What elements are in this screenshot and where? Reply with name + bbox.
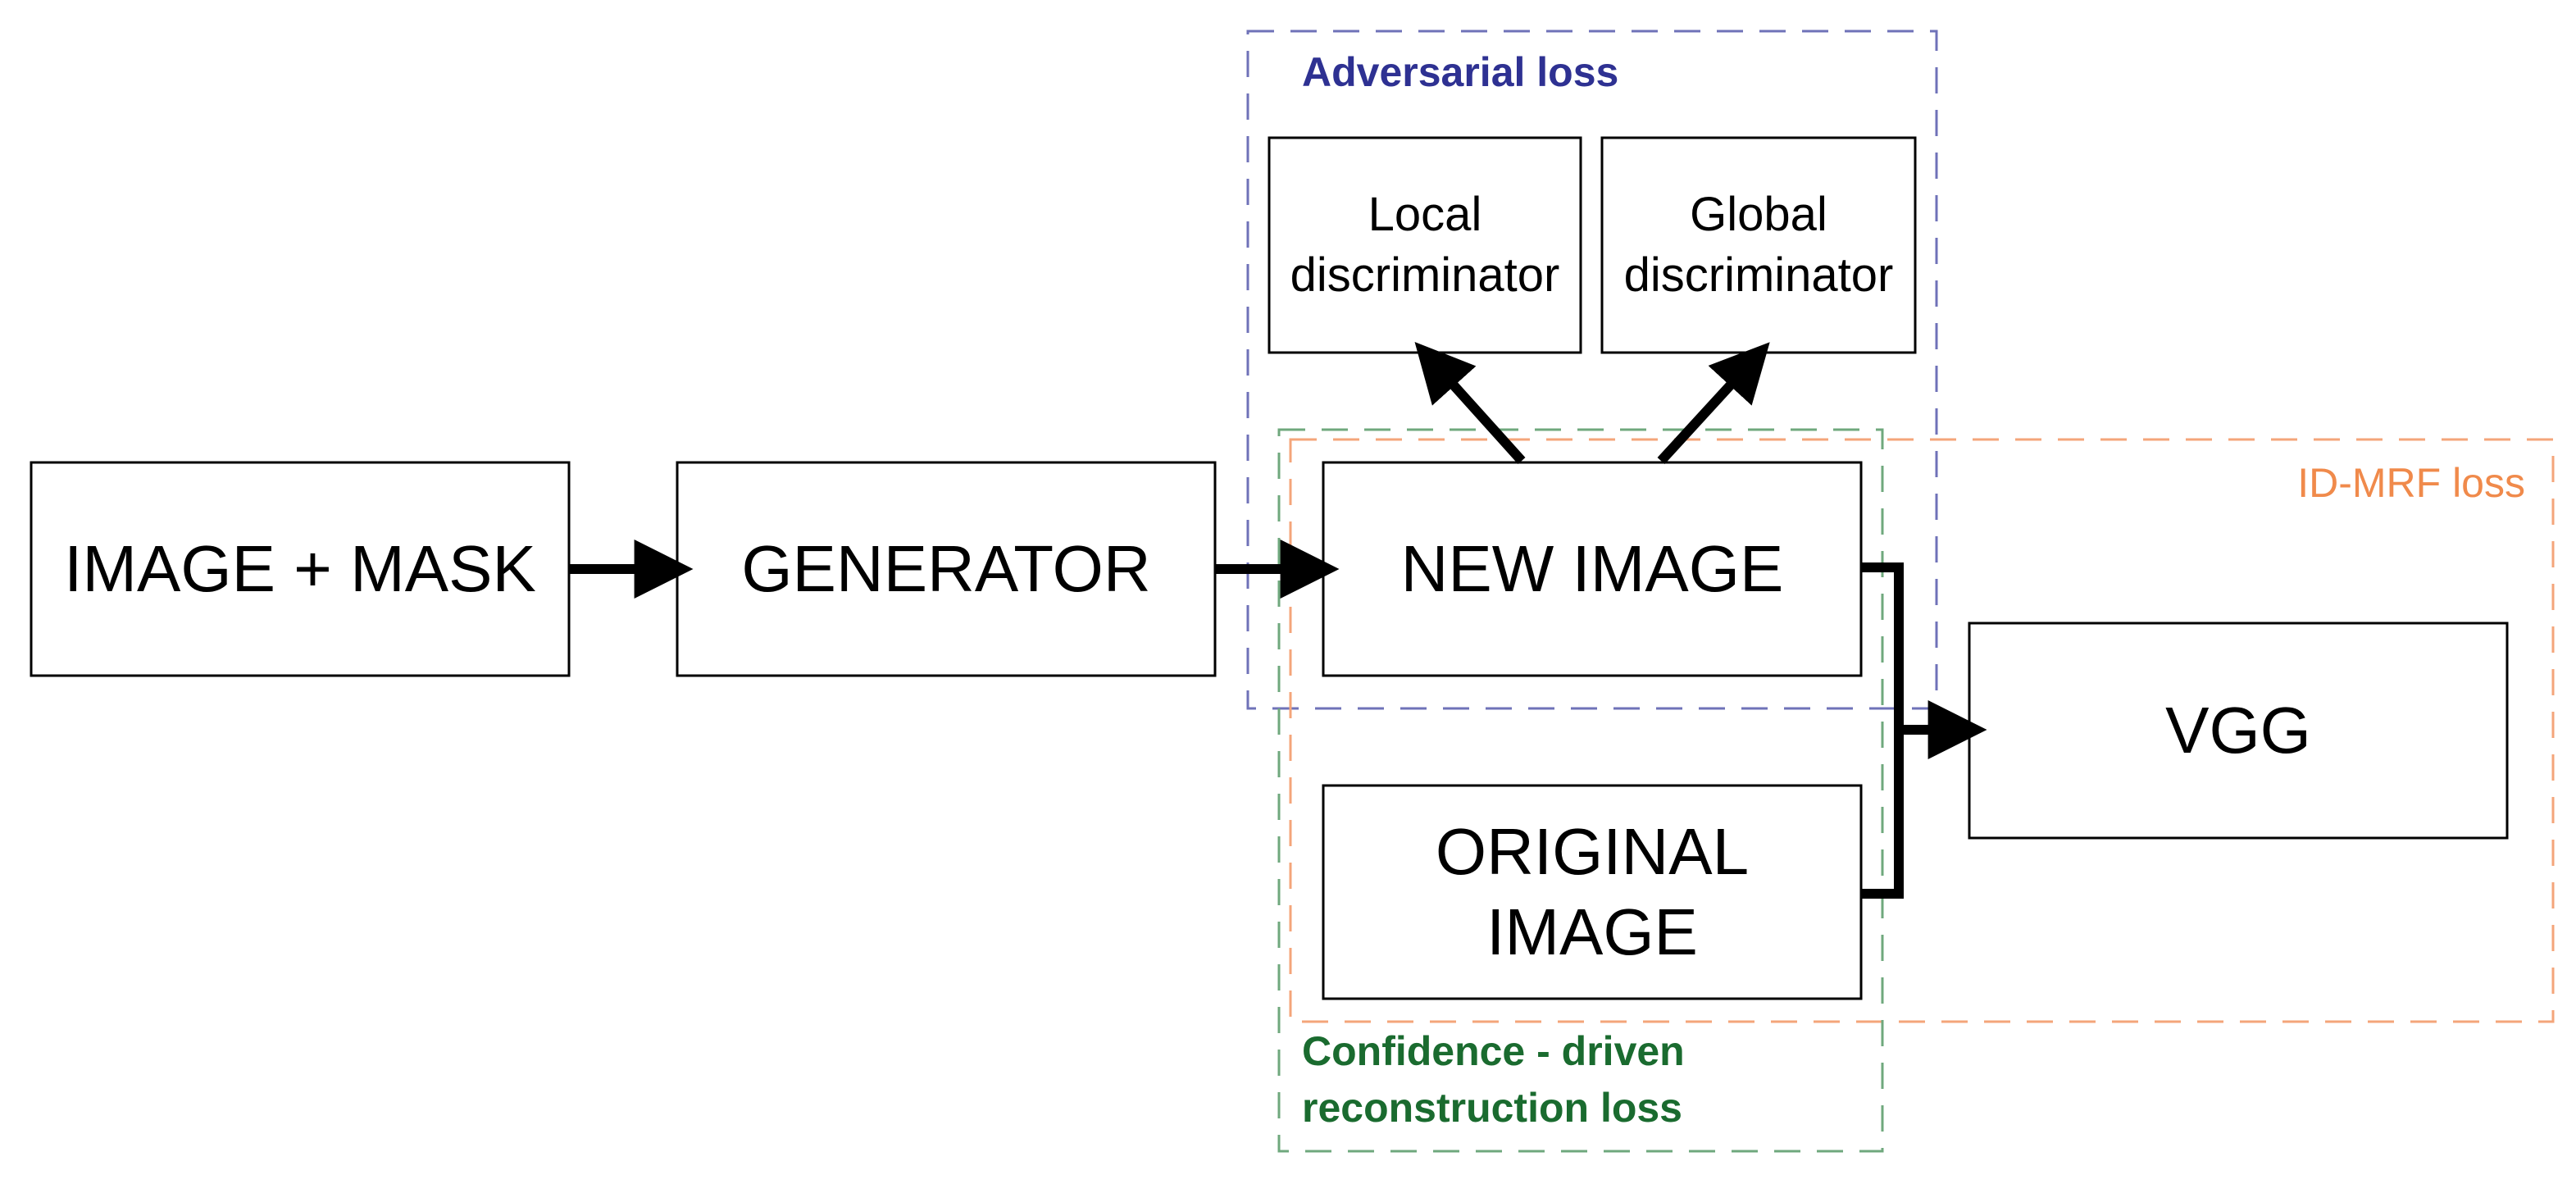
original-image-box bbox=[1322, 784, 1863, 1000]
connector-new-image-bracket bbox=[1861, 562, 1904, 899]
adversarial-loss-label: Adversarial loss bbox=[1302, 49, 1619, 95]
image-mask-box bbox=[30, 461, 571, 677]
confidence-driven-reconstruction-loss-label: Confidence - driven reconstruction loss bbox=[1302, 1028, 1685, 1131]
arrow-new-image-to-global-discriminator bbox=[1657, 342, 1770, 465]
new-image-label: NEW IMAGE bbox=[1400, 532, 1784, 606]
vgg-label: VGG bbox=[2165, 694, 2311, 767]
global-discriminator-label: Global discriminator bbox=[1623, 187, 1894, 302]
id-mrf-loss-label: ID-MRF loss bbox=[2297, 460, 2525, 506]
generator-box bbox=[676, 461, 1217, 677]
original-image-label: ORIGINAL IMAGE bbox=[1435, 815, 1750, 968]
adversarial-loss-group bbox=[1246, 30, 1938, 710]
generator-label: GENERATOR bbox=[741, 532, 1151, 606]
local-discriminator-label: Local discriminator bbox=[1290, 187, 1560, 302]
new-image-box bbox=[1322, 461, 1863, 677]
id-mrf-loss-group bbox=[1289, 438, 2555, 1023]
confidence-driven-reconstruction-loss-group bbox=[1277, 428, 1884, 1153]
image-mask-label: IMAGE + MASK bbox=[64, 532, 536, 606]
arrow-new-image-to-local-discriminator bbox=[1414, 342, 1526, 465]
vgg-box bbox=[1968, 622, 2509, 840]
